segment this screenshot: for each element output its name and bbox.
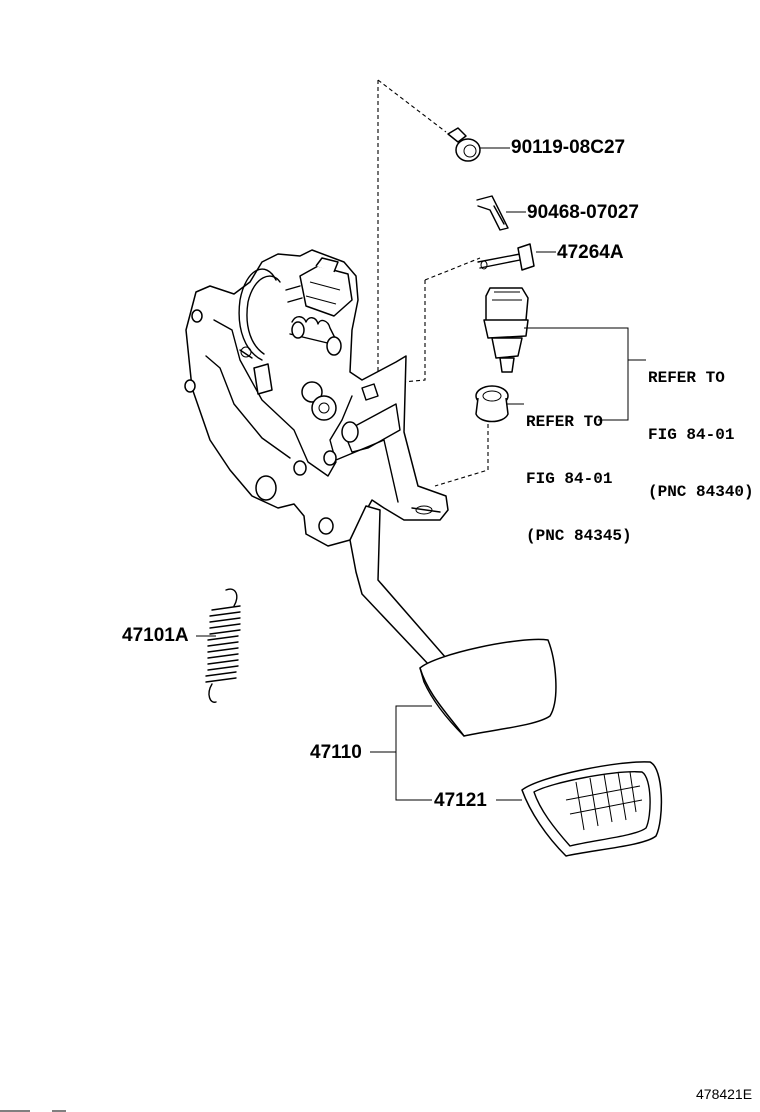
- pedal-pad-cover-icon: [521, 761, 663, 857]
- ref-note-switch-line2: FIG 84-01: [648, 426, 735, 444]
- part-label-spring: 47101A: [122, 625, 189, 646]
- pedal-lever-icon: [349, 505, 447, 667]
- pedal-pad-icon: [419, 638, 557, 737]
- part-label-clip: 90468-07027: [527, 202, 639, 223]
- pedal-bracket-icon: [184, 249, 449, 547]
- return-spring-icon: [205, 588, 241, 703]
- ref-note-switch-line1: REFER TO: [648, 369, 725, 387]
- stop-lamp-switch-icon: [483, 287, 529, 373]
- bolt-icon: [447, 127, 481, 162]
- clip-icon: [476, 195, 509, 231]
- ref-note-switch-line3: (PNC 84340): [648, 483, 754, 501]
- part-label-pedal-assy: 47110: [310, 742, 362, 763]
- pin-icon: [477, 243, 535, 271]
- part-label-bolt: 90119-08C27: [511, 137, 626, 158]
- ref-note-switch: REFER TO FIG 84-01 (PNC 84340): [648, 331, 754, 540]
- ref-note-cushion-line3: (PNC 84345): [526, 527, 632, 545]
- sensor-harness-icon: [238, 257, 353, 395]
- ref-note-cushion-line1: REFER TO: [526, 413, 603, 431]
- figure-number: 478421E: [696, 1086, 753, 1102]
- cushion-icon: [475, 385, 509, 423]
- ref-note-cushion-line2: FIG 84-01: [526, 470, 613, 488]
- ref-note-cushion: REFER TO FIG 84-01 (PNC 84345): [526, 375, 632, 584]
- part-label-pin: 47264A: [557, 242, 624, 263]
- part-label-pedal-pad: 47121: [434, 790, 487, 811]
- label-leaders: [196, 147, 646, 801]
